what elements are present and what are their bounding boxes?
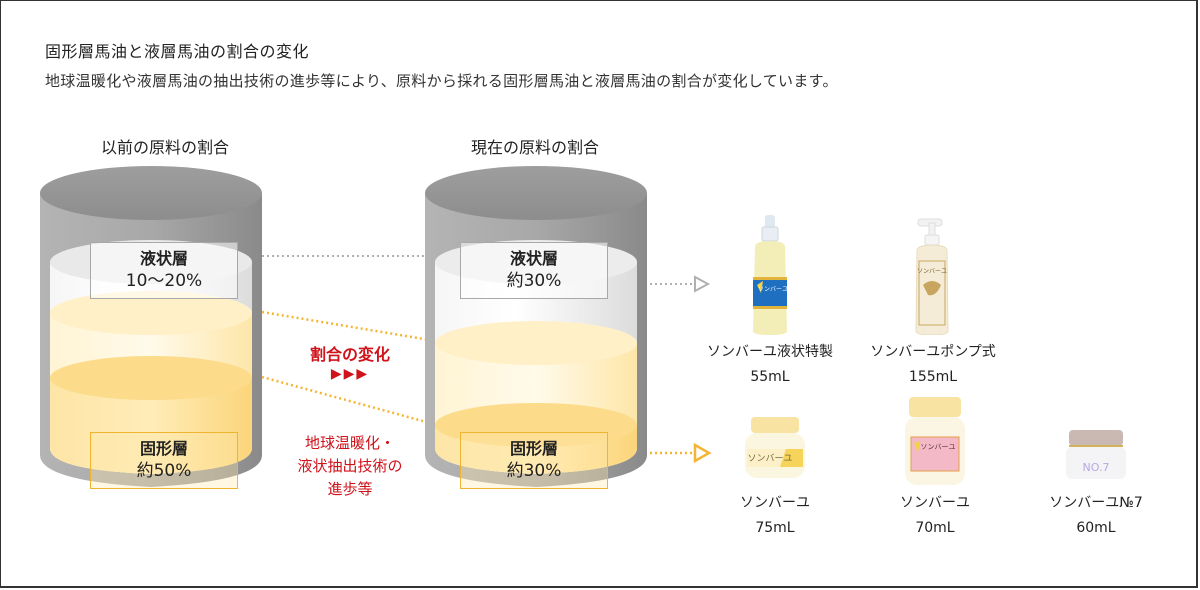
product-volume: 70mL xyxy=(915,520,955,536)
before-solid-label: 固形層 xyxy=(139,439,188,458)
pump-bottle-icon: ソンバーユ xyxy=(915,218,949,335)
product-volume: 55mL xyxy=(750,369,790,385)
change-label: 割合の変化 xyxy=(309,345,390,364)
before-liquid-label: 液状層 xyxy=(139,249,188,268)
product-name: ソンバーユ xyxy=(900,495,970,511)
svg-text:ソンバーユ: ソンバーユ xyxy=(747,453,792,464)
reason-line: 進歩等 xyxy=(327,480,373,498)
no7-jar-icon: NO.7 xyxy=(1066,430,1126,479)
after-liquid-label: 液状層 xyxy=(509,249,558,268)
product-70ml: ソンバーユ 70mL xyxy=(855,492,1015,536)
after-solid-label: 固形層 xyxy=(509,439,558,458)
before-tank: 液状層 10〜20% 固形層 約50% xyxy=(40,165,262,585)
product-volume: 60mL xyxy=(1076,520,1116,536)
yellow-label-jar-icon: ソンバーユ xyxy=(745,417,805,478)
change-reasons: 地球温暖化・ 液状抽出技術の 進歩等 xyxy=(275,432,425,501)
page-title: 固形層馬油と液層馬油の割合の変化 xyxy=(45,42,310,61)
product-name: ソンバーユ№7 xyxy=(1049,495,1143,511)
reason-line: 液状抽出技術の xyxy=(297,457,403,475)
after-tank: 液状層 約30% 固形層 約30% xyxy=(425,165,647,585)
after-tank-icon xyxy=(425,166,647,487)
before-liquid-layer-box: 液状層 10〜20% xyxy=(90,242,238,299)
after-solid-layer-box: 固形層 約30% xyxy=(460,432,608,489)
after-liquid-layer-box: 液状層 約30% xyxy=(460,242,608,299)
after-solid-value: 約30% xyxy=(506,461,562,481)
product-volume: 75mL xyxy=(755,520,795,536)
svg-text:ソンバーユ: ソンバーユ xyxy=(917,268,947,275)
page-subtitle: 地球温暖化や液層馬油の抽出技術の進歩等により、原料から採れる固形層馬油と液層馬油… xyxy=(45,72,838,90)
after-heading: 現在の原料の割合 xyxy=(470,138,599,157)
after-liquid-value: 約30% xyxy=(506,271,562,291)
solid-arrow-icon xyxy=(693,442,712,464)
svg-text:NO.7: NO.7 xyxy=(1083,461,1110,474)
before-tank-icon xyxy=(40,166,262,487)
product-volume: 155mL xyxy=(908,369,958,385)
product-no7: ソンバーユ№7 60mL xyxy=(1016,492,1176,536)
triple-arrow-icon: ▶▶▶ xyxy=(330,366,370,382)
liquid-arrow-icon xyxy=(694,275,711,293)
pink-label-jar-icon: ソンバーユ xyxy=(905,397,965,485)
reason-line: 地球温暖化・ xyxy=(304,434,395,452)
before-solid-value: 約50% xyxy=(136,461,192,481)
dropper-bottle-icon: ソンバーユ xyxy=(753,215,788,335)
before-heading: 以前の原料の割合 xyxy=(100,138,229,157)
before-liquid-value: 10〜20% xyxy=(125,271,203,291)
svg-text:ソンバーユ: ソンバーユ xyxy=(758,286,788,293)
product-75ml: ソンバーユ 75mL xyxy=(695,492,855,536)
product-liquid-special: ソンバーユ液状特製 55mL xyxy=(690,341,850,385)
product-name: ソンバーユ液状特製 xyxy=(707,344,833,360)
product-pump: ソンバーユポンプ式 155mL xyxy=(853,341,1013,385)
svg-text:ソンバーユ: ソンバーユ xyxy=(921,443,956,451)
product-name: ソンバーユ xyxy=(740,495,810,511)
before-solid-layer-box: 固形層 約50% xyxy=(90,432,238,489)
product-name: ソンバーユポンプ式 xyxy=(870,344,996,360)
